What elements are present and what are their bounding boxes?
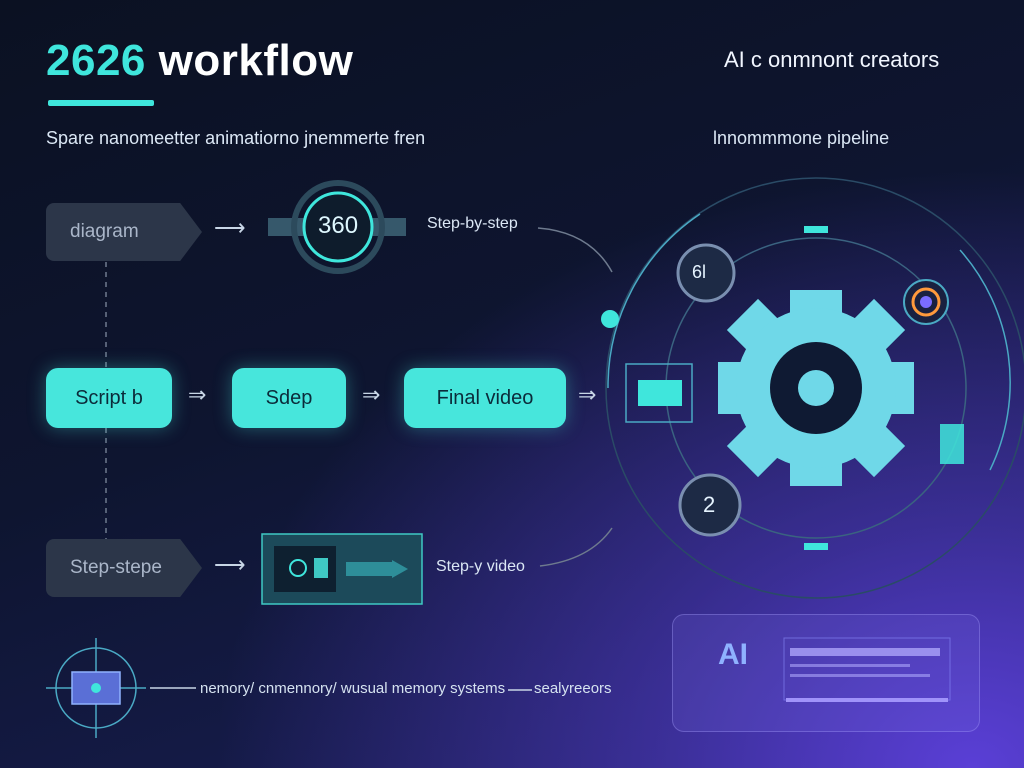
ai-panel (672, 614, 980, 732)
tag-step-stepe[interactable]: Step-stepe (46, 539, 202, 597)
small-icon-a-label: 6l (692, 262, 707, 282)
small-icon-b-label: 2 (703, 492, 716, 517)
memory-systems-label: nemory/ cnmennory/ wusual memory systems (200, 680, 506, 697)
subtitle: Spare nanomeetter animatiorno jnemmerte … (46, 128, 426, 148)
connector-lower (539, 527, 613, 567)
script-pill[interactable]: Script b (46, 368, 172, 428)
arrow-right-icon: ⟶ (214, 552, 246, 577)
page-title: 2626 workflow (46, 36, 353, 86)
arrow-right-icon: ⇒ (188, 382, 207, 407)
bottom-right-label: sealyreeors (534, 680, 612, 697)
top-right-caption: AI c onmnont creators (724, 47, 940, 72)
title-underline (48, 100, 154, 106)
video-block-icon (261, 533, 423, 605)
arrow-right-icon: ⟶ (214, 215, 246, 240)
step-by-step-label: Step-by-step (427, 215, 518, 232)
gauge-360-icon (268, 180, 406, 274)
gauge-360-label: 360 (318, 212, 359, 239)
connector-upper (537, 227, 613, 273)
title-word: workflow (158, 36, 354, 85)
ai-panel-lines (783, 637, 951, 702)
ai-panel-title: AI (718, 638, 748, 671)
arrow-right-icon: ⇒ (362, 382, 381, 407)
final-video-pill[interactable]: Final video (404, 368, 566, 428)
pipeline-label: lnnommmone pipeline (713, 128, 890, 148)
tag-diagram[interactable]: diagram (46, 203, 202, 261)
crosshair-icon (46, 638, 532, 738)
gear-system-icon (601, 177, 1024, 599)
step-video-label: Step-y video (436, 558, 525, 575)
step-pill[interactable]: Sdep (232, 368, 346, 428)
title-year: 2626 (46, 36, 146, 85)
arrow-right-icon: ⇒ (578, 382, 597, 407)
